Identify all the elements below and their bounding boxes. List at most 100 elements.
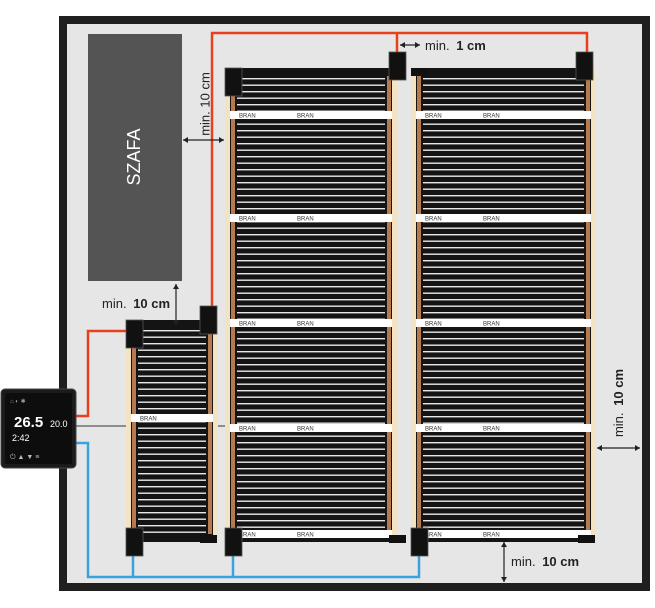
mat-marking-text: BRAN xyxy=(425,427,442,433)
mat-stripe xyxy=(237,474,385,476)
mat-stripe xyxy=(237,247,385,249)
mat-stripe xyxy=(237,435,385,437)
mat-marking-text: BRAN xyxy=(483,217,500,223)
mat-stripe xyxy=(138,531,206,533)
mat-marking-text: BRAN xyxy=(239,427,256,433)
mat-stripe xyxy=(237,409,385,411)
mat-marking-band xyxy=(131,414,213,422)
mat-marking-text: BRAN xyxy=(425,217,442,223)
mat-stripe xyxy=(423,234,584,236)
mat-stripe xyxy=(138,492,206,494)
thermostat-screen xyxy=(5,393,72,464)
mat-stripe xyxy=(423,357,584,359)
mat-edge-left xyxy=(225,68,230,542)
mat-stripe xyxy=(237,305,385,307)
mat-film xyxy=(411,68,596,542)
svg-text:min. 1 cm: min. 1 cm xyxy=(425,38,486,53)
mat-stripe xyxy=(237,364,385,366)
mat-stripe xyxy=(237,195,385,197)
heating-mats: BRAN BRAN BRAN BRAN BRAN BRAN BRAN BRAN BRAN BRAN… xyxy=(125,51,596,557)
thermostat[interactable]: ⌂ ◐ ✱ 26.5 20.0 2:42 ⏻ ▲ ▼ ≡ xyxy=(0,388,77,469)
mat-busbar-left xyxy=(132,328,136,534)
mat-marking-text: BRAN xyxy=(483,533,500,539)
mat-stripe xyxy=(237,468,385,470)
mat-stripe xyxy=(138,362,206,364)
mat-busbar-left xyxy=(417,76,421,534)
mat-stripe xyxy=(237,481,385,483)
mat-marking-band xyxy=(230,424,392,432)
mat-stripe xyxy=(138,382,206,384)
mat-marking-text: BRAN xyxy=(239,114,256,120)
mat-stripe xyxy=(423,520,584,522)
gap-between-mats-value: 1 cm xyxy=(456,38,486,53)
mat-stripe xyxy=(138,512,206,514)
mat-small: BRAN xyxy=(125,305,218,557)
mat-stripe xyxy=(237,312,385,314)
mat-edge-right xyxy=(392,68,397,542)
mat-stripe xyxy=(423,162,584,164)
mat-stripe xyxy=(237,169,385,171)
mat-stripe xyxy=(423,260,584,262)
mat-stripe xyxy=(423,422,584,424)
mat-stripe xyxy=(423,455,584,457)
mat-stripe xyxy=(423,143,584,145)
mat-stripe xyxy=(237,78,385,80)
gap-right-wall-value: 10 cm xyxy=(611,369,626,406)
dim-bottom-wall: min. 10 cm xyxy=(501,542,579,582)
mat-stripe xyxy=(138,369,206,371)
mat-stripe xyxy=(423,468,584,470)
mat-stripe xyxy=(423,461,584,463)
mat-stripe xyxy=(237,416,385,418)
mat-stripe xyxy=(237,234,385,236)
mat-stripe xyxy=(423,448,584,450)
mat-stripe xyxy=(138,401,206,403)
neutral-wire xyxy=(76,441,421,579)
mat-stripe xyxy=(138,466,206,468)
mat-marking-band xyxy=(416,111,591,119)
mat-stripe xyxy=(423,247,584,249)
mat-stripe xyxy=(237,442,385,444)
mat-stripe xyxy=(423,175,584,177)
mat-stripe xyxy=(138,447,206,449)
mat-stripe xyxy=(237,338,385,340)
mat-stripe xyxy=(237,370,385,372)
mat-stripe xyxy=(423,305,584,307)
mat-marking-text: BRAN xyxy=(297,427,314,433)
mat-stripe xyxy=(237,461,385,463)
mat-stripe xyxy=(138,486,206,488)
mat-stripe xyxy=(423,78,584,80)
mat-stripe xyxy=(423,136,584,138)
mat-stripe xyxy=(423,513,584,515)
mat-stripe xyxy=(423,442,584,444)
mat-stripe xyxy=(237,123,385,125)
mat-marking-band xyxy=(416,424,591,432)
mat-marking-band xyxy=(416,319,591,327)
thermostat-buttons[interactable]: ⏻ ▲ ▼ ≡ xyxy=(10,453,39,461)
mat-stripe xyxy=(237,494,385,496)
thermostat-set-temperature: 20.0 xyxy=(50,419,68,429)
mat-stripe xyxy=(423,383,584,385)
mat-edge-left xyxy=(411,68,416,542)
mat-stripe xyxy=(237,104,385,106)
mat-connector xyxy=(125,527,144,557)
thermostat-time: 2:42 xyxy=(12,433,30,443)
mat-stripe xyxy=(237,344,385,346)
mat-marking-text: BRAN xyxy=(297,114,314,120)
mat-stripe xyxy=(138,336,206,338)
mat-stripe xyxy=(237,520,385,522)
mat-stripe xyxy=(138,388,206,390)
mat-stripe xyxy=(237,513,385,515)
mat-stripe xyxy=(138,479,206,481)
wardrobe-label: SZAFA xyxy=(124,128,144,185)
mat-film xyxy=(225,68,397,542)
mat-marking-text: BRAN xyxy=(297,322,314,328)
mat-marking-band xyxy=(230,319,392,327)
mat-stripe xyxy=(423,416,584,418)
wardrobe-block xyxy=(88,34,182,281)
mat-edge-right xyxy=(213,320,218,542)
mat-stripe xyxy=(237,403,385,405)
mat-film xyxy=(126,320,218,542)
mat-stripe xyxy=(423,156,584,158)
gap-below-wardrobe-value: 10 cm xyxy=(133,296,170,311)
